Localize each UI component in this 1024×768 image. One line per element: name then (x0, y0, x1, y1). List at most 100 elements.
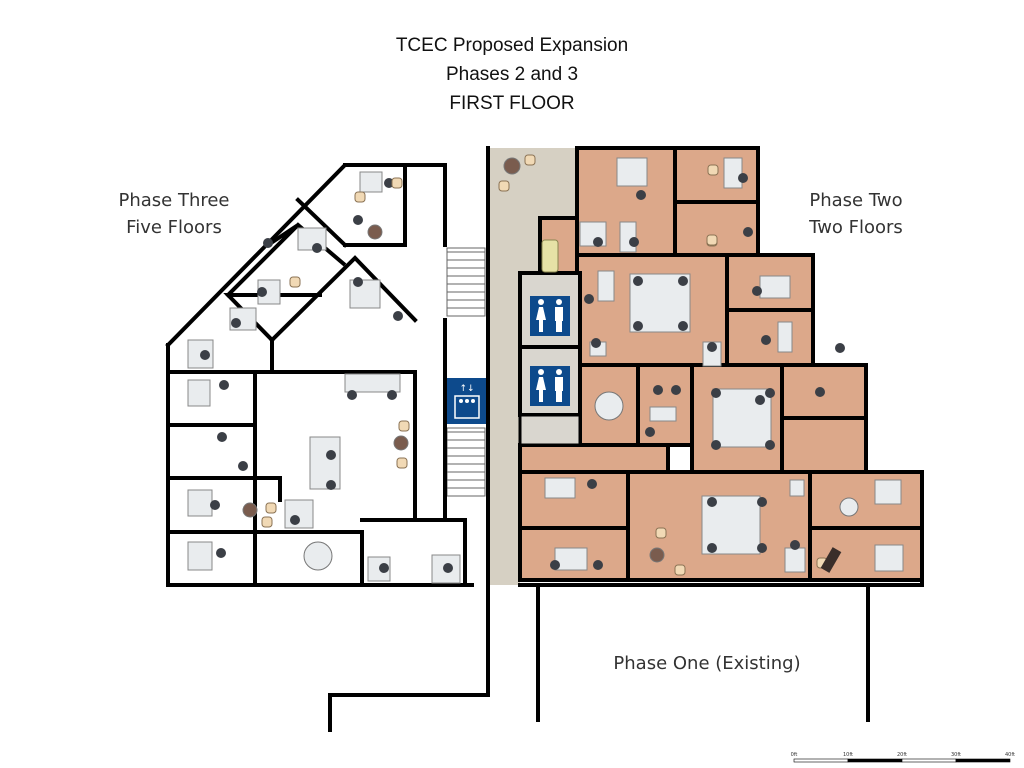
desk-icon (759, 275, 791, 299)
lounge-chair-icon (674, 564, 686, 576)
svg-text:↑↓: ↑↓ (459, 384, 474, 394)
chair-icon (393, 311, 403, 321)
desk-icon (777, 321, 793, 353)
desk-icon (187, 489, 213, 517)
chair-icon (757, 543, 767, 553)
chair-icon (217, 432, 227, 442)
desk-icon (597, 270, 615, 302)
chair-icon (765, 440, 775, 450)
chair-icon (815, 387, 825, 397)
chair-icon (707, 342, 717, 352)
desk-icon (723, 157, 743, 189)
scale-segment (847, 758, 903, 763)
chair-icon (711, 440, 721, 450)
desk-icon (649, 406, 677, 422)
scale-segment (901, 758, 957, 763)
chair-icon (384, 178, 394, 188)
chair-icon (443, 563, 453, 573)
desk-icon (554, 547, 588, 571)
wall (253, 530, 364, 587)
elevator-icon: ↑↓ (447, 378, 487, 424)
phase-three-label: Phase Three (118, 190, 230, 211)
chair-icon (353, 277, 363, 287)
title-line-2: Phases 2 and 3 (445, 64, 579, 85)
chair-icon (550, 560, 560, 570)
wall (166, 476, 282, 502)
lounge-chair-icon (354, 191, 366, 203)
lounge-chair-icon (396, 457, 408, 469)
scale-tick-label: 10ft (843, 752, 853, 758)
scale-tick-label: 40ft (1005, 752, 1015, 758)
desk-icon (284, 499, 314, 529)
chair-icon (584, 294, 594, 304)
restroom-icon (530, 366, 570, 406)
lounge-chair-icon (524, 154, 536, 166)
scale-tick-label: 0ft (791, 752, 798, 758)
wall (360, 518, 467, 587)
lounge-chair-icon (391, 177, 403, 189)
chair-icon (210, 500, 220, 510)
title-line-3: FIRST FLOOR (449, 93, 575, 114)
sofa-icon (541, 239, 559, 273)
chair-icon (743, 227, 753, 237)
office-room (808, 470, 924, 530)
chair-icon (835, 343, 845, 353)
office-room (518, 443, 670, 474)
scale-segment (955, 758, 1011, 763)
wall (295, 197, 348, 248)
chair-icon (707, 497, 717, 507)
chair-icon (257, 287, 267, 297)
desk-icon (187, 541, 213, 571)
chair-icon (591, 338, 601, 348)
chair-icon (636, 190, 646, 200)
lounge-chair-icon (398, 420, 410, 432)
chair-icon (678, 321, 688, 331)
scale-tick-label: 30ft (951, 752, 961, 758)
scale-segment (793, 758, 849, 763)
chair-icon (711, 388, 721, 398)
chair-icon (353, 215, 363, 225)
chair-icon (790, 540, 800, 550)
desk-icon (616, 157, 648, 187)
wall (269, 255, 418, 343)
chair-icon (593, 237, 603, 247)
wall (225, 222, 347, 298)
round-table-icon (649, 547, 665, 563)
chair-icon (757, 497, 767, 507)
desk-icon (784, 547, 806, 573)
chair-icon (738, 173, 748, 183)
desk-icon (874, 479, 902, 505)
chair-icon (761, 335, 771, 345)
desk-icon (344, 373, 401, 393)
chair-icon (219, 380, 229, 390)
lounge-chair-icon (706, 234, 718, 246)
round-table-icon (367, 224, 383, 240)
chair-icon (326, 450, 336, 460)
lounge-chair-icon (289, 276, 301, 288)
round-table-icon (303, 541, 333, 571)
chair-icon (347, 390, 357, 400)
restroom-icon (530, 296, 570, 336)
chair-icon (678, 276, 688, 286)
chair-icon (263, 238, 273, 248)
chair-icon (216, 548, 226, 558)
desk-icon (544, 477, 576, 499)
chair-icon (765, 388, 775, 398)
desk-icon (359, 171, 383, 193)
round-table-icon (503, 157, 521, 175)
chair-icon (200, 350, 210, 360)
round-table-icon (242, 502, 258, 518)
stairs-icon (446, 247, 486, 497)
office-room (808, 526, 924, 582)
lounge-chair-icon (655, 527, 667, 539)
cabinet-icon (820, 547, 842, 573)
chair-icon (238, 461, 248, 471)
chair-icon (645, 427, 655, 437)
lounge-chair-icon (707, 164, 719, 176)
chair-icon (629, 237, 639, 247)
desk-icon (789, 479, 805, 497)
chair-icon (379, 563, 389, 573)
chair-icon (752, 286, 762, 296)
